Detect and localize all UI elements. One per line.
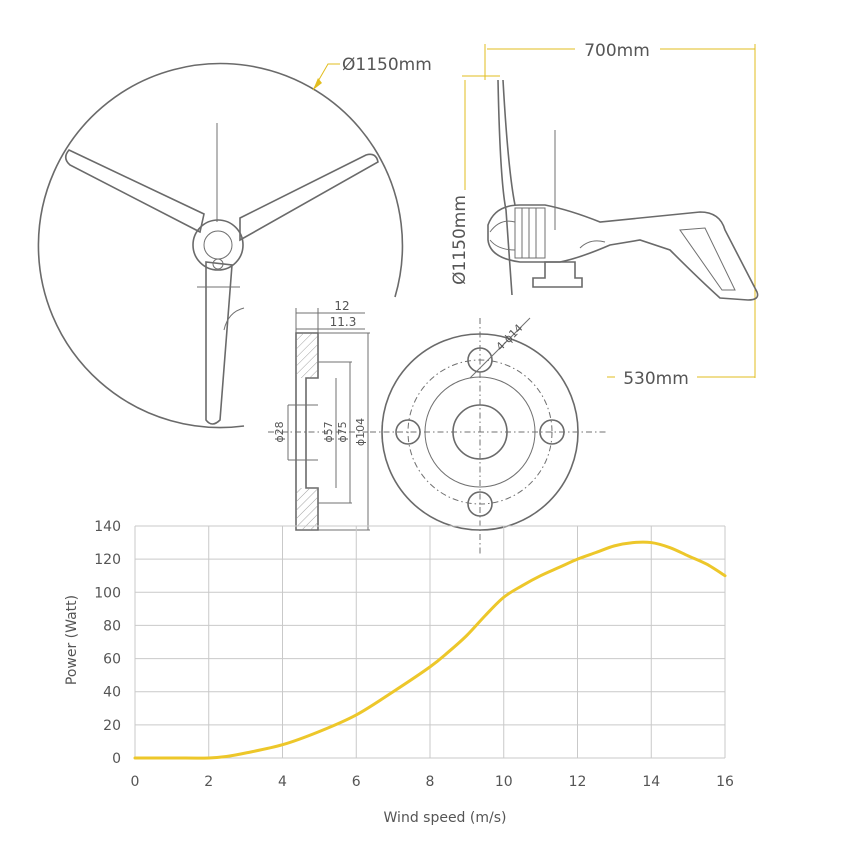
side-tail-inner xyxy=(679,227,736,291)
rotor-blade-bottom xyxy=(205,261,233,425)
rotor-hub-ring xyxy=(203,230,233,260)
flange-holes-leader xyxy=(469,317,531,379)
chart-x-tick-label: 12 xyxy=(569,774,587,790)
side-width-label: 700mm xyxy=(584,41,650,61)
chart-grid xyxy=(134,525,726,759)
chart-x-tick-label: 4 xyxy=(278,774,287,790)
chart-x-tick-label: 0 xyxy=(131,774,140,790)
chart-x-tick-label: 6 xyxy=(352,774,361,790)
flange-hatch-top xyxy=(296,333,318,378)
side-height-label: Ø1150mm xyxy=(450,195,470,285)
chart-y-tick-label: 0 xyxy=(112,751,121,767)
chart-x-tick-label: 14 xyxy=(642,774,660,790)
side-hub-body xyxy=(514,207,546,259)
rotor-hub xyxy=(192,219,244,271)
flange-front-view: 4-ϕ14 xyxy=(370,317,608,556)
flange-d104-label: ϕ104 xyxy=(354,418,367,446)
chart-y-tick-label: 20 xyxy=(103,718,121,734)
chart-x-tick-label: 16 xyxy=(716,774,734,790)
chart-x-axis-label: Wind speed (m/s) xyxy=(384,810,507,826)
power-curve-series xyxy=(133,540,727,760)
chart-x-tick-label: 2 xyxy=(204,774,213,790)
chart-y-axis-label: Power (Watt) xyxy=(64,595,80,685)
chart-y-tick-label: 40 xyxy=(103,685,121,701)
side-hub-cap xyxy=(489,220,516,251)
flange-hatch-bottom xyxy=(296,488,318,530)
chart-y-tick-label: 120 xyxy=(94,552,121,568)
side-offset-label: 530mm xyxy=(623,369,689,389)
rotor-sweep-circle xyxy=(37,62,404,429)
flange-inner-thickness-label: 11.3 xyxy=(330,315,357,329)
rotor-tail-arc xyxy=(223,307,245,331)
flange-d28-label: ϕ28 xyxy=(273,421,286,442)
chart-x-tick-label: 10 xyxy=(495,774,513,790)
flange-d57-label: ϕ57 xyxy=(322,421,335,442)
chart-x-tick-label: 8 xyxy=(426,774,435,790)
flange-section-view: 12 11.3 ϕ28 ϕ57 ϕ75 ϕ104 xyxy=(268,299,370,531)
side-blade-edge xyxy=(497,79,516,296)
rotor-blade-left xyxy=(64,149,205,234)
rotor-diameter-arrow xyxy=(313,78,322,90)
rotor-hub-center xyxy=(212,258,224,270)
flange-d75-label: ϕ75 xyxy=(336,421,349,442)
side-yaw-mount xyxy=(532,261,583,288)
side-fin-bump xyxy=(579,240,606,249)
chart-y-ticks: 0 20 40 60 80 100 120 140 xyxy=(94,519,121,767)
flange-thickness-label: 12 xyxy=(334,299,349,313)
rotor-blade-right xyxy=(239,153,379,242)
chart-x-ticks: 0 2 4 6 8 10 12 14 16 xyxy=(131,774,734,790)
chart-y-tick-label: 80 xyxy=(103,618,121,634)
chart-y-tick-label: 100 xyxy=(94,585,121,601)
rotor-diameter-label: Ø1150mm xyxy=(342,55,432,75)
chart-y-tick-label: 60 xyxy=(103,652,121,668)
rotor-front-view: Ø1150mm xyxy=(37,55,432,429)
side-view: 700mm Ø1150mm 530mm xyxy=(450,41,759,389)
flange-holes-label: 4-ϕ14 xyxy=(494,322,526,354)
side-nacelle xyxy=(487,204,759,301)
power-curve-chart: 0 2 4 6 8 10 12 14 16 0 20 40 60 80 100 120 140 Wind sp… xyxy=(64,519,734,826)
chart-y-tick-label: 140 xyxy=(94,519,121,535)
